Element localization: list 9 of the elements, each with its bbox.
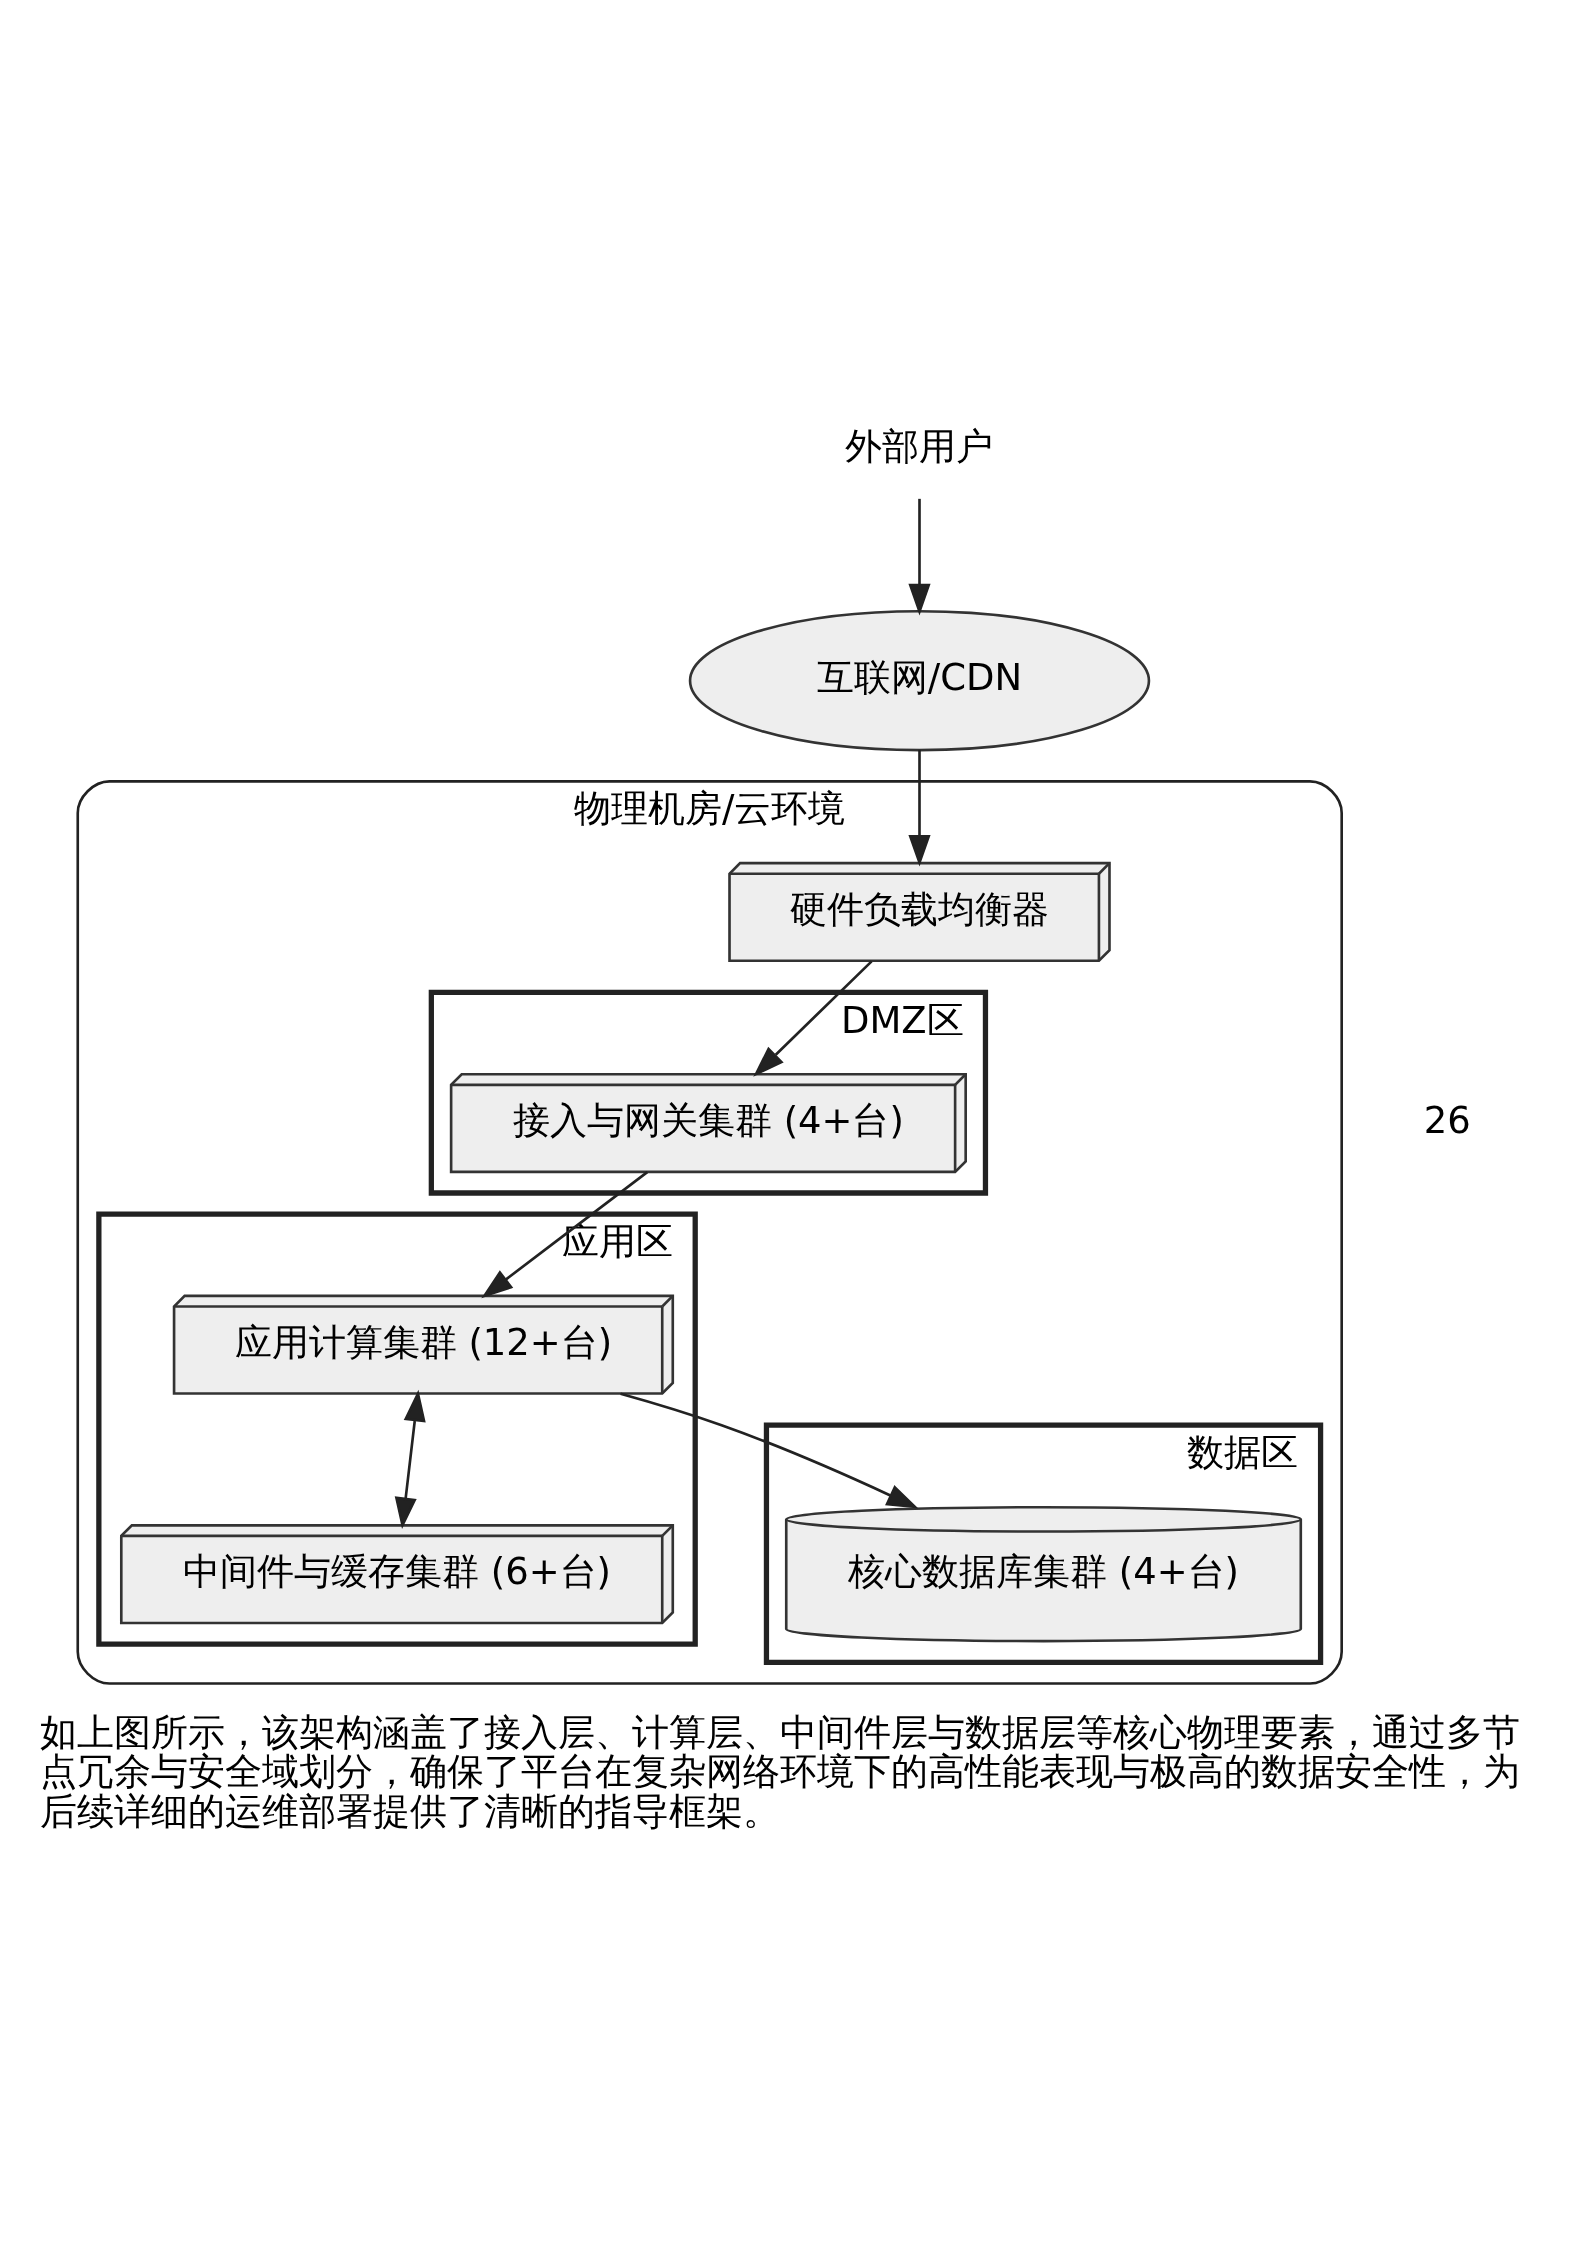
arrow [753,960,873,1077]
caption: 如上图所示，该架构涵盖了接入层、计算层、中间件层与数据层等核心物理要素，通过多节点冗余与安全域划分，确保了平台在复杂网络环境下的高性能表现与极高的数据安全性，为后续详细的运维部署提供了清晰的指导框架。 [40,1710,1521,1833]
node-ellipse: 互联网/CDN [688,609,1151,752]
arrow [620,1392,919,1509]
arrow [394,1389,426,1530]
arrow [908,749,931,867]
node-text: 外部用户 [845,425,994,469]
arrow [908,498,931,616]
label: 26 [1423,1098,1471,1142]
